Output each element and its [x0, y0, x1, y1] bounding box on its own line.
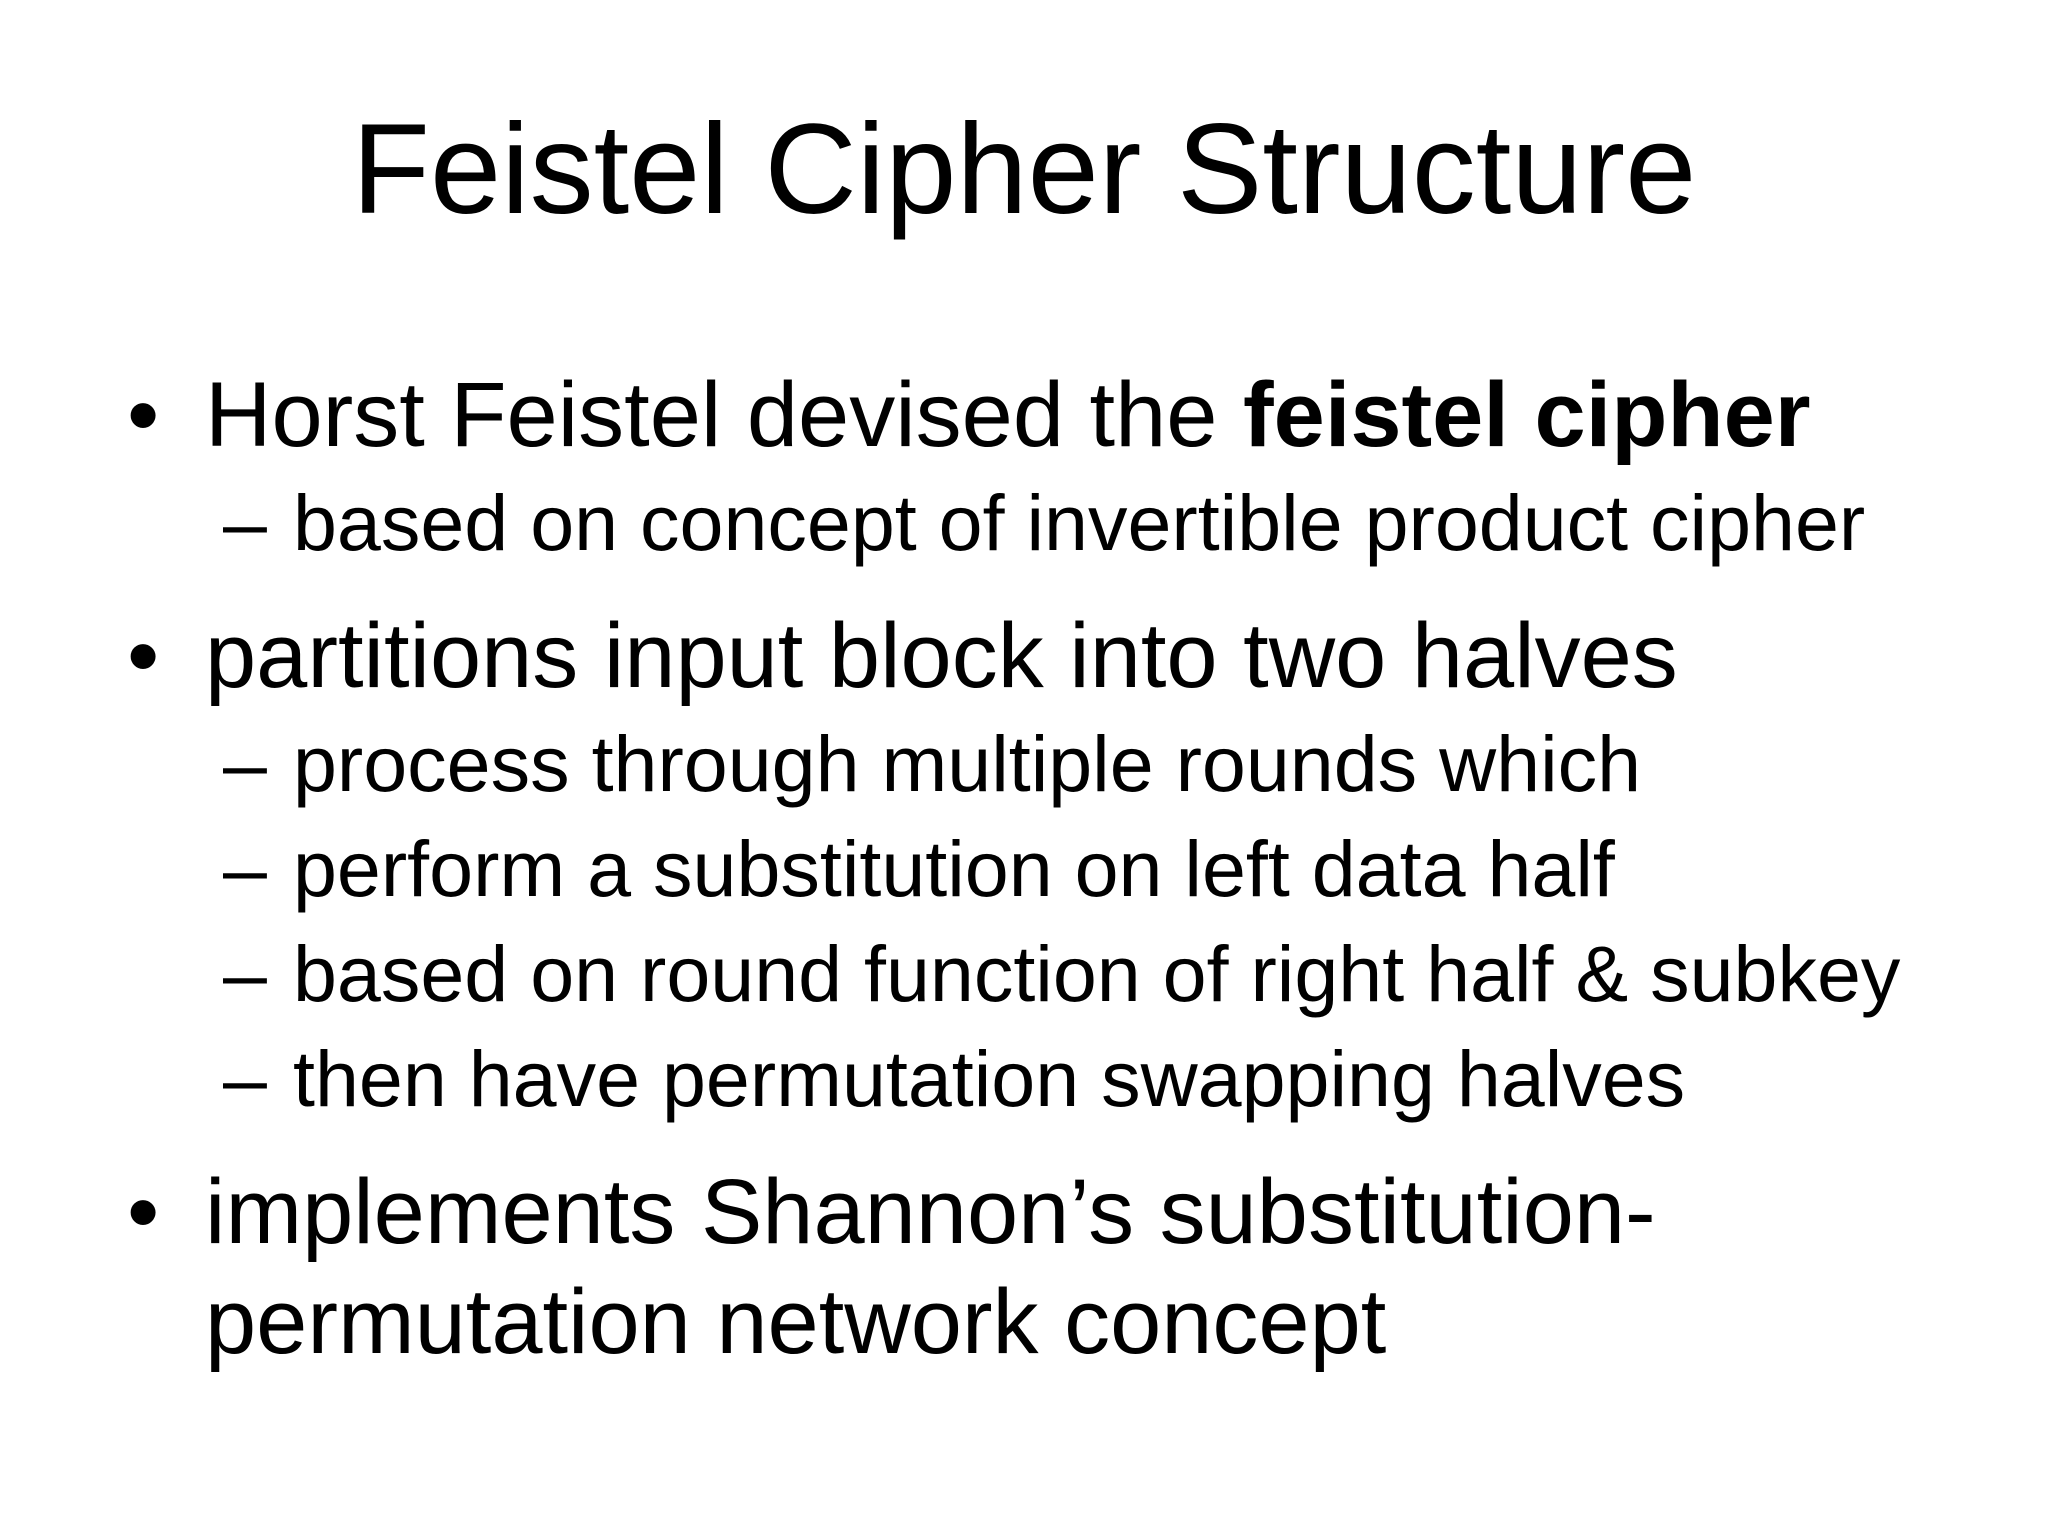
- bullet-text: based on round function of right half & …: [293, 929, 1901, 1018]
- slide-title: Feistel Cipher Structure: [351, 98, 1697, 241]
- bullet-level2: –based on concept of invertible product …: [0, 470, 2000, 575]
- bullet-level1: • partitions input block into two halves: [0, 601, 2000, 711]
- bullet-text: based on concept of invertible product c…: [293, 478, 1866, 567]
- bullet-level1: • Horst Feistel devised the feistel ciphe…: [0, 360, 2000, 470]
- dash-marker: –: [223, 719, 267, 808]
- dash-marker: –: [223, 824, 267, 913]
- bullet-level2: –process through multiple rounds which: [0, 711, 2000, 816]
- bullet-level2: –then have permutation swapping halves: [0, 1026, 2000, 1131]
- bullet-text: then have permutation swapping halves: [293, 1034, 1686, 1123]
- bullet-text: process through multiple rounds which: [293, 719, 1642, 808]
- bullet-dot-marker: •: [127, 364, 160, 466]
- bullet-text-bold: feistel cipher: [1243, 364, 1811, 466]
- bullet-level1: • implements Shannon’s substitution-permu…: [0, 1157, 2000, 1377]
- bullet-level2: –perform a substitution on left data hal…: [0, 816, 2000, 921]
- bullet-text: implements Shannon’s substitution-permut…: [205, 1161, 1656, 1373]
- bullet-level2: –based on round function of right half &…: [0, 921, 2000, 1026]
- dash-marker: –: [223, 478, 267, 567]
- dash-marker: –: [223, 929, 267, 1018]
- bullet-text: partitions input block into two halves: [205, 605, 1678, 707]
- bullet-text: perform a substitution on left data half: [293, 824, 1615, 913]
- bullet-dot-marker: •: [127, 605, 160, 707]
- bullet-text: Horst Feistel devised the: [205, 364, 1244, 466]
- bullet-dot-marker: •: [127, 1161, 160, 1263]
- slide-body: • Horst Feistel devised the feistel ciphe…: [0, 360, 2000, 1377]
- dash-marker: –: [223, 1034, 267, 1123]
